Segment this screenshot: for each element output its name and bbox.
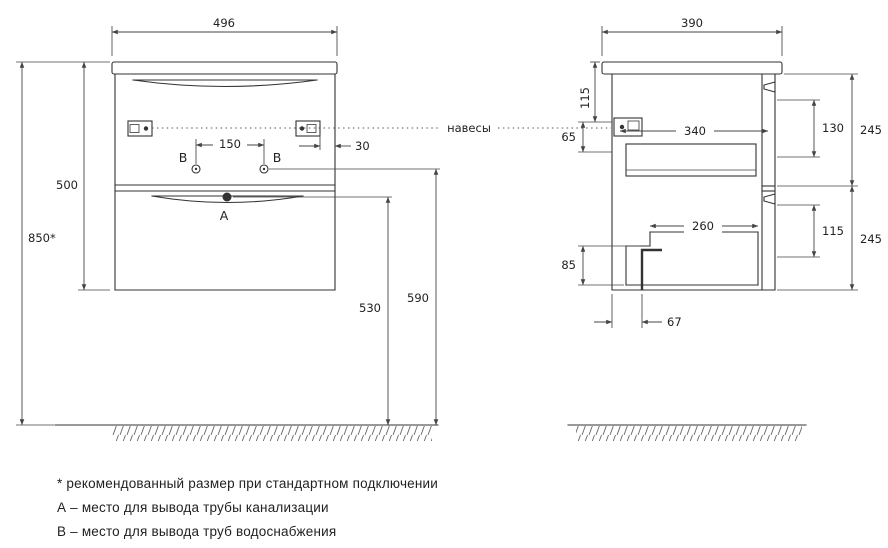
- dim-b-height-label: 590: [407, 291, 429, 305]
- lower-drawer-section: [625, 231, 759, 290]
- side-countertop: [601, 61, 783, 75]
- floor-hatch-left: [112, 426, 432, 441]
- floor-hatch-right: [576, 426, 802, 441]
- dim-lower-front-height: 245: [777, 185, 882, 291]
- hanger-right-icon: [295, 120, 321, 137]
- dim-total-height: 850*: [16, 61, 59, 426]
- dim-front-width-label: 496: [213, 16, 235, 30]
- vanity-technical-drawing: 496 500 850* 150 В В: [16, 16, 882, 441]
- footnote-star: * рекомендованный размер при стандартном…: [57, 476, 439, 491]
- dim-b-spacing: 150: [195, 137, 265, 164]
- dim-hanger-gap: 65: [561, 121, 612, 153]
- dim-drawer-depth-label: 260: [692, 219, 714, 233]
- siphon-clearance-line: [640, 248, 662, 290]
- dim-upper-front-height: 245: [777, 73, 882, 187]
- upper-groove-section: [763, 81, 776, 93]
- footnote-b: В – место для вывода труб водоснабжения: [57, 524, 337, 539]
- dim-hanger-offset-label: 30: [355, 139, 370, 153]
- dim-front-height: 500: [16, 61, 110, 291]
- dim-hanger-offset: 30: [299, 133, 370, 153]
- dim-side-depth: 390: [601, 16, 783, 56]
- upper-drawer-section: [625, 143, 757, 177]
- footnotes: * рекомендованный размер при стандартном…: [0, 466, 888, 539]
- upper-handle-groove: [132, 79, 318, 88]
- dim-inner-depth: 340: [619, 124, 769, 138]
- dim-back-offset: 67: [594, 294, 682, 329]
- dim-a-height-label: 530: [359, 301, 381, 315]
- hanger-left-icon: [127, 120, 153, 137]
- dim-front-width: 496: [111, 16, 338, 56]
- point-b-left-marker: [191, 164, 201, 174]
- dim-upper-front-height-label: 245: [860, 123, 882, 137]
- dim-drawer-depth: 260: [649, 219, 759, 233]
- footnote-a: А – место для вывода трубы канализации: [57, 500, 329, 515]
- floor: [54, 424, 807, 441]
- dim-upper-clearance-label: 130: [822, 121, 844, 135]
- front-view: 496 500 850* 150 В В: [16, 16, 440, 426]
- dim-notch-height: 85: [561, 245, 640, 286]
- point-b-right-label: В: [273, 150, 282, 165]
- side-view: 340 260 390 115: [498, 16, 882, 329]
- dim-top-gap-label: 115: [578, 87, 592, 109]
- dim-total-height-label: 850*: [28, 231, 56, 245]
- dim-a-height: 530: [359, 196, 391, 426]
- dim-top-gap: 115: [578, 61, 600, 123]
- dim-notch-height-label: 85: [561, 258, 576, 272]
- dim-inner-depth-label: 340: [684, 124, 706, 138]
- dim-front-height-label: 500: [56, 178, 78, 192]
- dim-upper-clearance: 130: [777, 99, 844, 158]
- dim-hanger-gap-label: 65: [561, 130, 576, 144]
- front-countertop: [111, 61, 338, 75]
- dim-lower-clearance: 115: [777, 204, 844, 258]
- point-b-right-marker: [259, 164, 269, 174]
- dim-b-spacing-label: 150: [219, 137, 241, 151]
- dim-b-height: 590: [407, 168, 439, 426]
- point-b-left-label: В: [179, 150, 188, 165]
- wall-bracket-icon: [613, 117, 643, 137]
- dim-lower-front-height-label: 245: [860, 232, 882, 246]
- hangers-label: навесы: [447, 121, 491, 135]
- lower-groove-section: [763, 193, 776, 205]
- dim-side-depth-label: 390: [681, 16, 703, 30]
- point-a-marker: [222, 192, 232, 202]
- point-a-label: А: [220, 208, 229, 223]
- dim-back-offset-label: 67: [667, 315, 682, 329]
- dim-lower-clearance-label: 115: [822, 224, 844, 238]
